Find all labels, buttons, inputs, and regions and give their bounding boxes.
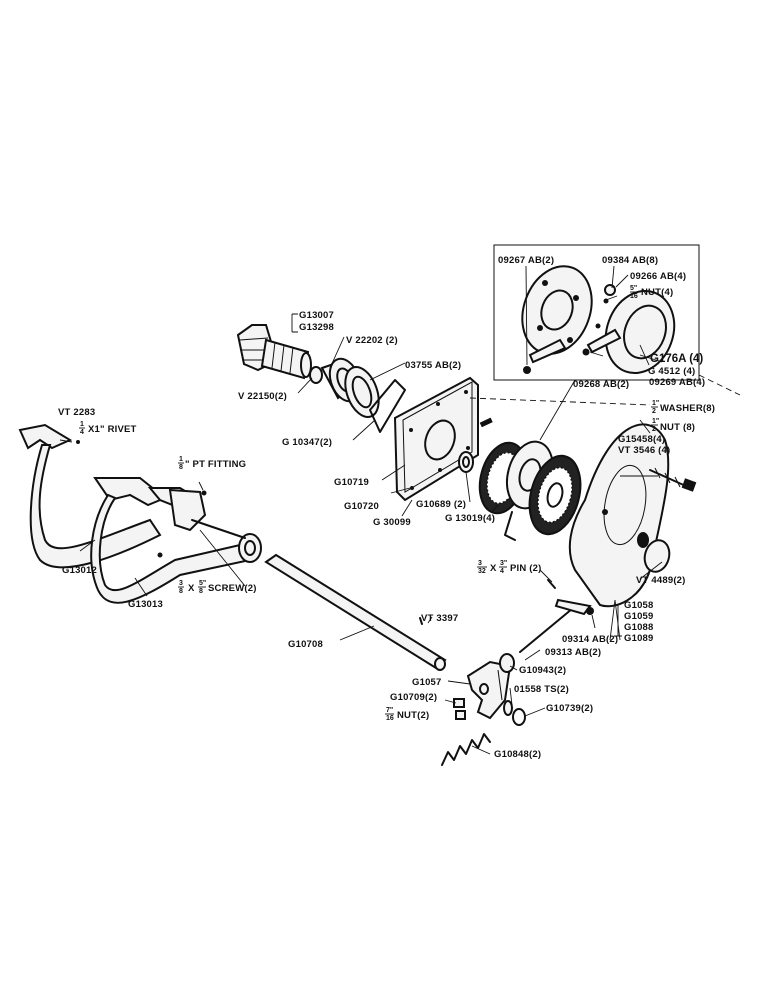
svg-text:16: 16 — [386, 715, 394, 722]
return-spring — [441, 733, 491, 766]
label-g1059: G1059 — [624, 611, 654, 622]
label-g13019: G 13019(4) — [445, 513, 495, 524]
label-washer8: WASHER(8) — [660, 403, 715, 414]
nut-lower — [455, 710, 466, 720]
label-pin2: PIN (2) — [510, 563, 542, 574]
label-g1089: G1089 — [624, 633, 654, 644]
svg-text:2: 2 — [652, 408, 656, 415]
spacer — [499, 653, 515, 673]
svg-text:8: 8 — [179, 464, 183, 471]
svg-text:3: 3 — [179, 580, 183, 587]
label-09267ab: 09267 AB(2) — [498, 255, 554, 266]
label-01558ts: 01558 TS(2) — [514, 684, 569, 695]
svg-text:1: 1 — [80, 421, 84, 428]
svg-text:7": 7" — [386, 707, 393, 714]
svg-text:16: 16 — [630, 293, 638, 300]
label-pt-fitting: " PT FITTING — [185, 459, 246, 470]
label-03755ab: 03755 AB(2) — [405, 360, 461, 371]
nut — [453, 698, 465, 708]
brake-disc-assembly — [478, 440, 582, 541]
label-v22202: V 22202 (2) — [346, 335, 398, 346]
label-nut4: NUT(4) — [641, 287, 673, 298]
label-g10848: G10848(2) — [494, 749, 541, 760]
label-g10708: G10708 — [288, 639, 323, 650]
label-g13013: G13013 — [128, 599, 163, 610]
vt3397-part — [419, 617, 423, 625]
svg-text:5": 5" — [199, 580, 206, 587]
label-g1058: G1058 — [624, 600, 654, 611]
label-g1088: G1088 — [624, 622, 654, 633]
stud-bolt — [649, 467, 697, 492]
label-g15458: G15458(4) — [618, 434, 665, 445]
svg-text:X: X — [490, 563, 497, 574]
label-g10943: G10943(2) — [519, 665, 566, 676]
pin-clip — [503, 700, 513, 716]
svg-text:1: 1 — [179, 456, 183, 463]
svg-text:1": 1" — [652, 400, 659, 407]
svg-text:8: 8 — [199, 588, 203, 595]
brake-rod — [519, 598, 594, 653]
label-g4512: G 4512 (4) — [648, 366, 695, 377]
svg-text:5": 5" — [630, 285, 637, 292]
svg-text:2: 2 — [652, 426, 656, 433]
cross-shaft — [264, 553, 447, 671]
label-09268ab: 09268 AB(2) — [573, 379, 629, 390]
key — [479, 417, 493, 428]
brake-plate-right — [582, 284, 676, 375]
housing-plate — [393, 376, 479, 502]
label-rivet: X1" RIVET — [88, 424, 137, 435]
brake-pedal-left — [18, 423, 162, 569]
label-screw2: SCREW(2) — [208, 583, 257, 594]
screw — [157, 552, 163, 558]
rivet — [76, 440, 80, 444]
svg-text:4: 4 — [80, 429, 84, 436]
label-g1057: G1057 — [412, 677, 442, 688]
pinion-gear-shaft — [236, 324, 312, 380]
label-g30099: G 30099 — [373, 517, 411, 528]
label-09313ab: 09313 AB(2) — [545, 647, 601, 658]
grease-fitting — [201, 490, 207, 496]
label-09266ab: 09266 AB(4) — [630, 271, 686, 282]
gasket — [369, 379, 406, 433]
snap-ring — [512, 708, 526, 726]
label-v22150: V 22150(2) — [238, 391, 287, 402]
label-vt3397: VT 3397 — [421, 613, 458, 624]
svg-text:3: 3 — [478, 560, 482, 567]
svg-text:3": 3" — [500, 560, 507, 567]
brake-plate-left — [521, 265, 593, 374]
label-g13012: G13012 — [62, 565, 97, 576]
svg-text:8: 8 — [179, 588, 183, 595]
cross-shaft-lever — [168, 488, 262, 563]
label-g10719: G10719 — [334, 477, 369, 488]
label-g10720: G10720 — [344, 501, 379, 512]
svg-text:4: 4 — [500, 568, 504, 575]
label-nut2: NUT(2) — [397, 710, 429, 721]
label-nut8: NUT (8) — [660, 422, 695, 433]
label-g10709: G10709(2) — [390, 692, 437, 703]
seal — [458, 451, 474, 473]
bell-crank-bracket — [466, 660, 512, 720]
label-g10739: G10739(2) — [546, 703, 593, 714]
label-09384ab: 09384 AB(8) — [602, 255, 658, 266]
inspection-cover — [643, 539, 671, 573]
label-09314ab: 09314 AB(2) — [562, 634, 618, 645]
label-vt4489: VT 4489(2) — [636, 575, 686, 586]
svg-text:32: 32 — [478, 568, 486, 575]
pin — [547, 579, 556, 589]
label-g10689: G10689 (2) — [416, 499, 466, 510]
label-g176a: G176A (4) — [650, 353, 703, 365]
label-vt3546: VT 3546 (4) — [618, 445, 670, 456]
svg-text:1": 1" — [652, 418, 659, 425]
svg-text:X: X — [188, 583, 195, 594]
detail-inset-box — [493, 244, 700, 381]
label-09269ab: 09269 AB(4) — [649, 377, 705, 388]
label-g13298: G13298 — [299, 322, 334, 333]
label-vt2283: VT 2283 — [58, 407, 95, 418]
label-g10347: G 10347(2) — [282, 437, 332, 448]
label-g13007: G13007 — [299, 310, 334, 321]
